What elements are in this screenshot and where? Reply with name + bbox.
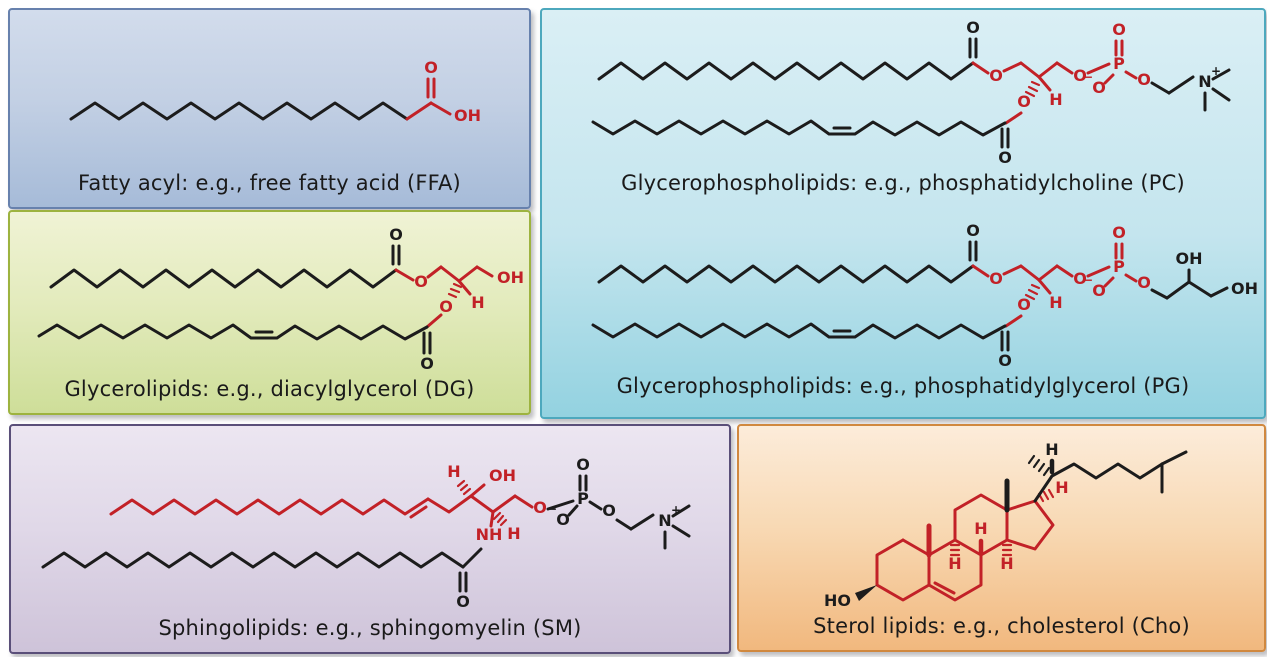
- ffa-structure-drawing: O OH: [69, 58, 481, 125]
- atom-label-p: P: [577, 489, 589, 508]
- atom-label-o: O: [414, 272, 428, 291]
- stereo-hydrogens: H H H H: [948, 478, 1068, 573]
- atom-label-nh: NH: [476, 525, 503, 544]
- atom-label-h: H: [1045, 440, 1058, 459]
- panel-caption: Glycerolipids: e.g., diacylglycerol (DG): [64, 377, 475, 401]
- atom-label-h: H: [1000, 554, 1013, 573]
- pg-structure-drawing: O O O P O O −: [591, 221, 1258, 370]
- pg-sn1-acyl-chain: O: [597, 221, 980, 284]
- sm-phosphocholine-group: P O O − O N +: [546, 455, 691, 550]
- atom-label-h: H: [507, 524, 520, 543]
- pg-sn2-linkage: O H: [1004, 278, 1063, 328]
- atom-label-n: N: [658, 511, 671, 530]
- minus-charge: −: [1083, 70, 1093, 84]
- hydroxyl-group: HO: [824, 585, 877, 610]
- panel-caption: Glycerophospholipids: e.g., phosphatidyl…: [621, 170, 1185, 195]
- plus-charge: +: [1211, 64, 1221, 78]
- atom-label-ho: HO: [824, 591, 851, 610]
- atom-label-o: O: [420, 354, 434, 373]
- panel-glycerophospholipids: O O O P O O −: [540, 8, 1266, 419]
- atom-label-o: O: [1112, 223, 1126, 242]
- atom-label-o: O: [966, 221, 980, 240]
- pc-sn2-linkage: O H: [1004, 75, 1063, 125]
- panel-caption: Sterol lipids: e.g., cholesterol (Cho): [813, 614, 1190, 638]
- sm-structure-drawing: O H OH NH H P O O: [41, 455, 691, 611]
- panel-caption: Sphingolipids: e.g., sphingomyelin (SM): [158, 616, 582, 640]
- isooctyl-side-chain: H: [1027, 440, 1187, 503]
- atom-label-oh: OH: [454, 106, 481, 125]
- pc-sn2-acyl-chain: O: [591, 119, 1012, 167]
- atom-label-o-minus: O: [1092, 78, 1106, 97]
- atom-label-h: H: [447, 462, 460, 481]
- pg-sn2-acyl-chain: O: [591, 322, 1012, 370]
- atom-label-o: O: [1017, 92, 1031, 111]
- pc-structure-drawing: O O O P O O −: [591, 18, 1231, 167]
- atom-label-o: O: [1137, 70, 1151, 89]
- atom-label-o: O: [989, 66, 1003, 85]
- pg-glycerol-head-group: OH OH: [1150, 249, 1258, 300]
- dg-glycerol-backbone: O OH O H: [394, 265, 524, 329]
- atom-label-oh: OH: [497, 268, 524, 287]
- atom-label-o: O: [576, 455, 590, 474]
- atom-label-o: O: [998, 351, 1012, 370]
- minus-charge: −: [547, 502, 557, 516]
- atom-label-h: H: [1049, 293, 1062, 312]
- steroid-ring-system: [875, 478, 1054, 602]
- atom-label-h: H: [948, 554, 961, 573]
- panel-sphingolipids: O H OH NH H P O O: [9, 424, 731, 654]
- atom-label-p: P: [1113, 54, 1125, 73]
- pc-choline-group: N +: [1150, 64, 1231, 112]
- atom-label-o: O: [533, 498, 547, 517]
- atom-label-oh: OH: [489, 466, 516, 485]
- atom-label-o: O: [389, 225, 403, 244]
- dg-sn1-acyl-chain: O: [49, 225, 403, 289]
- subpanel-pg: O O O P O O −: [547, 220, 1259, 410]
- atom-label-h: H: [1049, 90, 1062, 109]
- sm-amide-acyl-chain: O: [41, 547, 483, 611]
- atom-label-n: N: [1198, 72, 1211, 91]
- atom-label-o: O: [1137, 273, 1151, 292]
- minus-charge: −: [1083, 273, 1093, 287]
- plus-charge: +: [671, 503, 681, 517]
- atom-label-o: O: [602, 501, 616, 520]
- atom-label-oh: OH: [1231, 279, 1258, 298]
- atom-label-h: H: [471, 293, 484, 312]
- atom-label-o: O: [998, 148, 1012, 167]
- atom-label-oh: OH: [1176, 249, 1203, 268]
- atom-label-o: O: [1073, 66, 1087, 85]
- pc-sn1-acyl-chain: O: [597, 18, 980, 81]
- atom-label-o: O: [1112, 20, 1126, 39]
- atom-label-h: H: [1055, 478, 1068, 497]
- dg-sn2-acyl-chain: O: [37, 323, 434, 373]
- atom-label-o: O: [966, 18, 980, 37]
- panel-caption: Fatty acyl: e.g., free fatty acid (FFA): [78, 171, 461, 195]
- atom-label-p: P: [1113, 257, 1125, 276]
- atom-label-o: O: [1017, 295, 1031, 314]
- atom-label-o-minus: O: [1092, 281, 1106, 300]
- cholesterol-structure-drawing: HO H H H H: [824, 440, 1187, 610]
- atom-label-o: O: [424, 58, 438, 77]
- atom-label-o: O: [1073, 269, 1087, 288]
- atom-label-o: O: [439, 297, 453, 316]
- panel-caption: Glycerophospholipids: e.g., phosphatidyl…: [616, 374, 1190, 399]
- atom-label-o: O: [989, 269, 1003, 288]
- panel-glycerolipids: O O OH O H O: [8, 210, 531, 415]
- panel-sterol-lipids: HO H H H H: [737, 424, 1266, 652]
- atom-label-o-minus: O: [556, 510, 570, 529]
- sm-sphingosine-backbone: O H OH NH H: [109, 462, 547, 544]
- ffa-carboxyl-group: O OH: [405, 58, 481, 125]
- dg-structure-drawing: O O OH O H O: [37, 225, 524, 373]
- panel-fatty-acyl: O OH Fatty acyl: e.g., free fatty acid (…: [8, 8, 531, 209]
- pg-glycerophosphate: O O P O O − O: [971, 223, 1151, 300]
- subpanel-pc: O O O P O O −: [547, 17, 1259, 207]
- atom-label-o: O: [456, 592, 470, 611]
- ffa-acyl-chain: [69, 101, 408, 121]
- atom-label-h: H: [974, 519, 987, 538]
- pc-glycerophosphate: O O P O O − O: [971, 20, 1151, 97]
